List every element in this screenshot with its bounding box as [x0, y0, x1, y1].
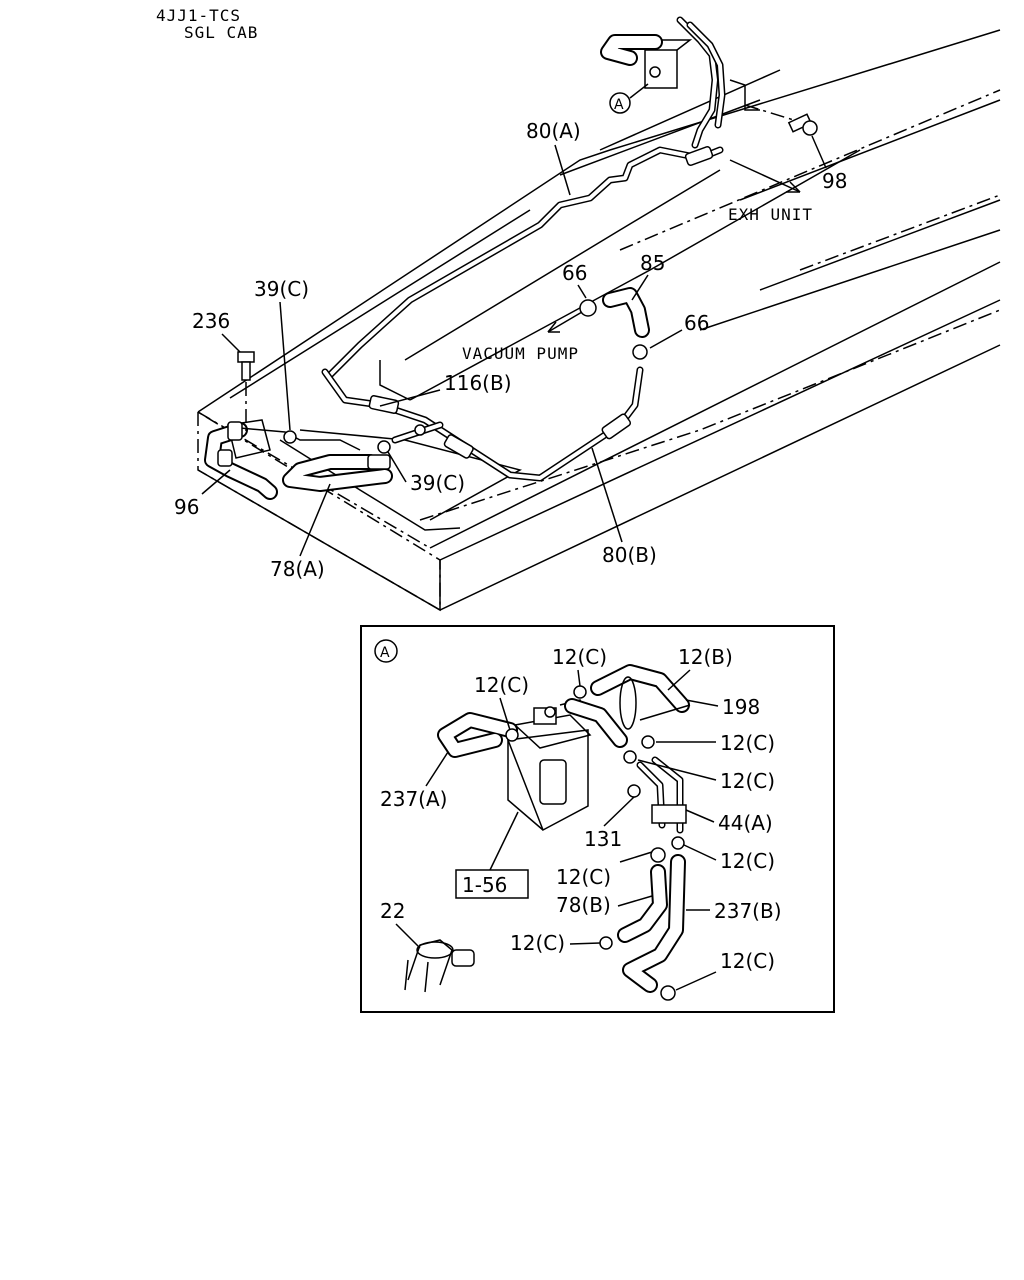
hose-78a [282, 454, 393, 492]
label-78a: 78(A) [270, 557, 325, 581]
diagram-header: 4JJ1-TCS SGL CAB [156, 6, 258, 42]
label-236: 236 [192, 309, 230, 333]
hose-78b [617, 864, 668, 943]
hose-116b [391, 421, 444, 444]
bolt-98 [787, 113, 818, 136]
label-98: 98 [822, 169, 847, 193]
label-237b: 237(B) [714, 899, 782, 923]
label-12c-7: 12(C) [510, 931, 565, 955]
label-85: 85 [640, 251, 665, 275]
hose-link [564, 698, 628, 748]
label-12c-1: 12(C) [552, 645, 607, 669]
vacuum-pipe-80b [321, 366, 644, 482]
label-22: 22 [380, 899, 405, 923]
label-44a: 44(A) [718, 811, 773, 835]
exh-unit-note: EXH UNIT [728, 205, 813, 224]
exh-arrow [729, 159, 801, 193]
hose-12b [590, 664, 691, 730]
label-237a: 237(A) [380, 787, 447, 811]
label-12b: 12(B) [678, 645, 733, 669]
vacuum-pipe-80a [326, 146, 724, 379]
label-198: 198 [722, 695, 760, 719]
label-78b: 78(B) [556, 893, 611, 917]
label-12c-4: 12(C) [720, 769, 775, 793]
detail-clamps [573, 685, 685, 1001]
label-12c-3: 12(C) [720, 731, 775, 755]
vacuum-filter-body [506, 699, 592, 832]
label-80a: 80(A) [526, 119, 581, 143]
ref-marker-a-detail: A [374, 639, 398, 663]
label-39c-upper: 39(C) [254, 277, 309, 301]
cab-type: SGL CAB [184, 23, 258, 42]
hose-85 [547, 287, 650, 360]
label-12c-5: 12(C) [720, 849, 775, 873]
ref-marker-a-detail-text: A [380, 645, 390, 661]
label-80b: 80(B) [602, 543, 657, 567]
ref-marker-a-top: A [609, 83, 649, 114]
ref-box-1-56: 1-56 [455, 811, 529, 899]
vacuum-pump-note: VACUUM PUMP [462, 344, 579, 363]
hose-237a [437, 712, 519, 758]
detail-labels: 12(C) 12(B) 12(C) 198 12(C) 237(A) 12(C)… [380, 645, 782, 991]
label-96: 96 [174, 495, 199, 519]
clip-22 [404, 939, 475, 993]
detail-a-panel: A [360, 625, 835, 1013]
label-131: 131 [584, 827, 622, 851]
hose-96-bracket [204, 419, 361, 500]
bolt-236 [237, 351, 255, 432]
label-12c-8: 12(C) [720, 949, 775, 973]
hose-237b [622, 854, 686, 993]
label-66-upper: 66 [562, 261, 587, 285]
label-12c-2: 12(C) [474, 673, 529, 697]
label-66-lower: 66 [684, 311, 709, 335]
frame-rails [197, 29, 1001, 612]
label-12c-6: 12(C) [556, 865, 611, 889]
engine-code: 4JJ1-TCS [156, 6, 241, 25]
ref-box-text: 1-56 [462, 873, 507, 897]
ref-marker-a-top-text: A [614, 97, 624, 113]
clamps-39c [283, 430, 391, 454]
label-116b: 116(B) [444, 371, 512, 395]
label-39c-lower: 39(C) [410, 471, 465, 495]
upper-labels: 80(A) 98 66 85 66 39(C) 236 116(B) 39(C)… [174, 119, 847, 581]
filter-assembly-top [600, 16, 811, 149]
